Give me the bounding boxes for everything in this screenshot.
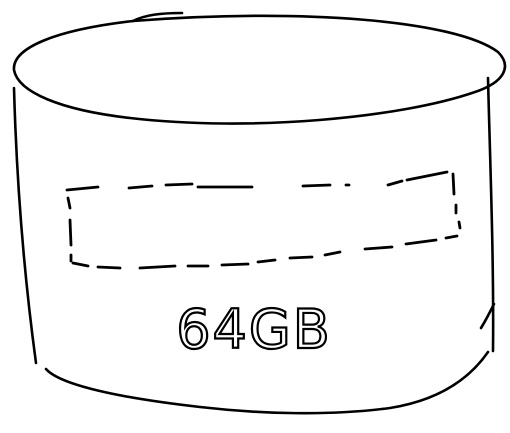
cylinder-left-side	[14, 88, 36, 363]
dashed-placeholder-rectangle	[67, 172, 460, 268]
cylinder-bottom-curve	[46, 352, 488, 413]
capacity-label: 64GB	[176, 298, 332, 361]
cylinder-top-ellipse	[14, 16, 505, 124]
